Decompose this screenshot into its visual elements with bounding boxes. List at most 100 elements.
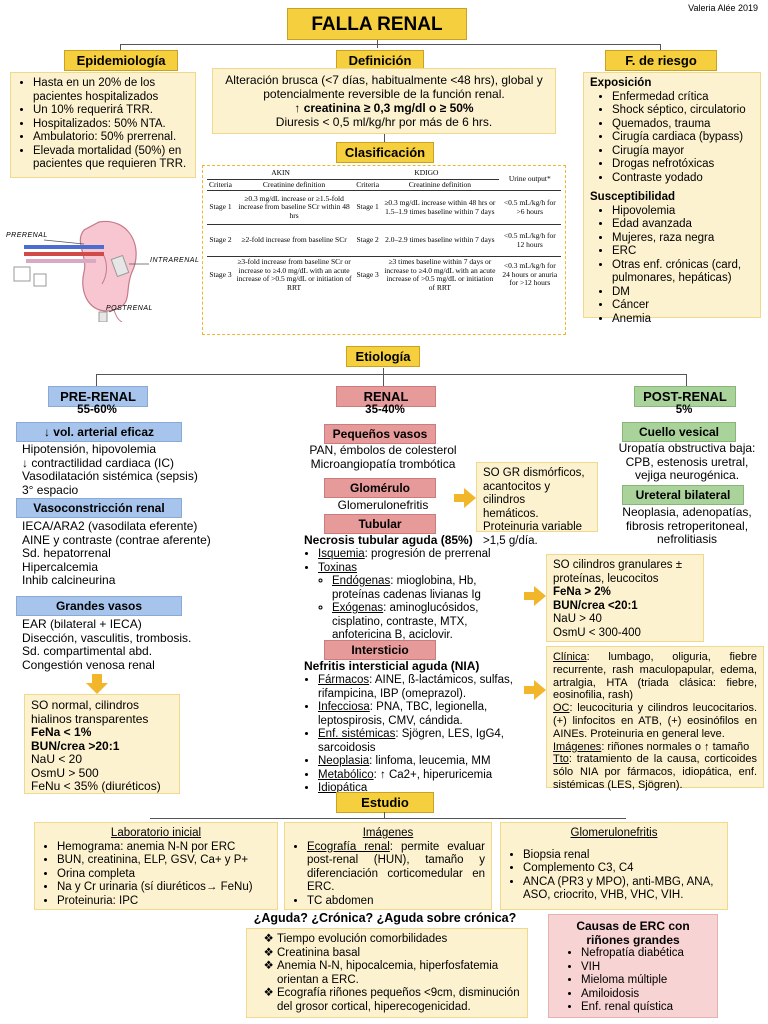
list-item: Vasodilatación sistémica (sepsis) (22, 469, 198, 483)
box-line: BUN/crea <20:1 (553, 599, 638, 612)
list-item: Ambulatorio: 50% prerrenal. (33, 131, 189, 145)
nia-title: Nefritis intersticial aguda (NIA) (304, 659, 480, 673)
estudio-header: Estudio (336, 792, 434, 813)
list-item: Sd. hepatorrenal (22, 546, 111, 560)
list-item: Disección, vasculitis, trombosis. (22, 630, 192, 645)
box-line: OC: leucocituria y cilindros leucocitari… (553, 702, 757, 740)
toxinas-label: Toxinas (318, 561, 357, 574)
list-item: Sd. compartimental abd. (22, 644, 153, 658)
list-item: Proteinuria: IPC (57, 895, 271, 909)
list-item: vejiga neurogénica. (634, 468, 740, 482)
list-item: Enf. renal quística (581, 1001, 711, 1015)
erc-title: Causas de ERC con riñones grandes (576, 919, 690, 947)
list-item: Infecciosa: PNA, TBC, legionella, leptos… (318, 701, 526, 728)
list-item: Nefropatía diabética (581, 947, 711, 961)
list-item: Hipovolemia (612, 205, 754, 219)
item-text: : tratamiento de la causa, corticoides s… (553, 753, 757, 791)
list-item: ↓ contractilidad cardiaca (IC) (22, 455, 175, 470)
arrow-right-icon (524, 680, 546, 700)
item-text: : linfoma, leucemia, MM (369, 755, 491, 767)
list-item: Metabólico: ↑ Ca2+, hiperuricemia (318, 769, 526, 783)
list-item: VIH (581, 961, 711, 975)
list-item: TC abdomen (307, 895, 485, 909)
grandes-vasos-list: EAR (bilateral + IECA) Disección, vascul… (22, 617, 262, 672)
prerenal-so-box: SO normal, cilindros hialinos transparen… (24, 694, 180, 794)
exposicion-title: Exposición (590, 77, 652, 89)
list-item: 3° espacio (22, 482, 79, 497)
box-line: BUN/crea >20:1 (31, 738, 120, 753)
list-item: Cáncer (612, 299, 754, 313)
box-line: hialinos transparentes (31, 711, 149, 726)
list-item: Hipercalcemia (22, 559, 99, 574)
imagenes-title: Imágenes (362, 827, 414, 839)
list-item: Toxinas Endógenas: mioglobina, Hb, prote… (318, 562, 526, 643)
urine-cell: <0.5 mL/kg/h for 12 hours (498, 224, 561, 257)
tubular-list: Isquemia: progresión de prerrenal Toxina… (304, 548, 526, 643)
kidney-illustration (4, 212, 184, 323)
item-label: Enf. sistémicas (318, 728, 396, 740)
list-item: Amiloidosis (581, 988, 711, 1002)
box-line: SO GR dismórficos, (483, 467, 585, 479)
list-item: Orina completa (57, 868, 271, 882)
list-item: nefrolitiasis (656, 532, 718, 546)
box-line: NaU > 40 (553, 613, 602, 625)
urine-cell: <0.3 mL/kg/h for 24 hours or anuria for … (498, 256, 561, 293)
box-line: FeNu < 35% (diuréticos) (31, 779, 161, 793)
intersticio-header: Intersticio (324, 640, 436, 660)
exogenas-label: Exógenas (332, 602, 384, 614)
list-item: Mieloma múltiple (581, 974, 711, 988)
list-item: EAR (bilateral + IECA) (22, 617, 142, 631)
item-label: Fármacos (318, 674, 370, 686)
list-item: Tiempo evolución comorbilidades (277, 933, 521, 947)
item-label: Infecciosa (318, 701, 370, 713)
box-line: >1,5 g/día. (483, 534, 538, 547)
list-item: Creatinina basal (277, 947, 521, 961)
criteria-header: Criteria (354, 178, 382, 191)
list-item: Shock séptico, circulatorio (612, 104, 754, 118)
page-title: FALLA RENAL (287, 8, 467, 40)
erc-box: Causas de ERC con riñones grandes Nefrop… (548, 914, 718, 1018)
list-item: Idiopática (318, 782, 526, 796)
list-item: BUN, creatinina, ELP, GSV, Ca+ y P+ (57, 854, 271, 868)
item-label: Imágenes (553, 740, 602, 753)
item-label: Neoplasia (318, 755, 370, 767)
list-item: Neoplasia: linfoma, leucemia, MM (318, 755, 526, 769)
laboratorio-title: Laboratorio inicial (110, 827, 202, 839)
list-item: Exógenas: aminoglucósidos, cisplatino, c… (332, 602, 526, 643)
box-line: OsmU > 500 (31, 765, 99, 780)
list-item: Contraste yodado (612, 172, 754, 186)
box-line: acantocitos y cilindros (483, 480, 551, 507)
list-item: Anemia (612, 313, 754, 327)
list-item: Cirugía cardiaca (bypass) (612, 131, 754, 145)
stage-cell: Stage 3 (354, 256, 382, 293)
ureteral-bilateral-header: Ureteral bilateral (622, 485, 744, 505)
clasificacion-table-box: AKIN KDIGO Urine output* Criteria Creati… (202, 165, 566, 335)
list-item: Isquemia: progresión de prerrenal (318, 548, 526, 562)
stage-cell: Stage 2 (207, 224, 234, 257)
postrenal-pct: 5% (675, 404, 693, 416)
box-line: Imágenes: riñones normales o ↑ tamaño (553, 741, 757, 754)
item-text: : leucocituria y cilindros leucocitarios… (553, 702, 757, 740)
renal-pct: 35-40% (365, 404, 405, 416)
endogenas-label: Endógenas (332, 575, 391, 587)
list-item: Enf. sistémicas: Sjögren, LES, IgG4, sar… (318, 728, 526, 755)
list-item: Na y Cr urinaria (sí diuréticos→ FeNu) (57, 881, 271, 895)
box-line: SO normal, cilindros (31, 698, 140, 712)
criteria-header: Criteria (207, 178, 234, 191)
item-label: Ecografía renal (307, 840, 390, 853)
postrenal-header: POST-RENAL (634, 386, 736, 407)
box-line: NaU < 20 (31, 752, 83, 766)
tubular-box: SO cilindros granulares ± proteínas, leu… (546, 554, 704, 642)
kdigo-label: KDIGO (414, 168, 439, 177)
definicion-diuresis: Diuresis < 0,5 ml/kg/hr por más de 6 hrs… (275, 115, 493, 129)
list-item: ERC (612, 245, 754, 259)
akin-cell: ≥0.3 mg/dL increase or ≥1.5-fold increas… (233, 190, 355, 225)
prerenal-pct: 55-60% (77, 404, 117, 416)
list-item: Ecografía riñones pequeños <9cm, disminu… (277, 987, 521, 1014)
list-item: Anemia N-N, hipocalcemia, hiperfosfatemi… (277, 960, 521, 987)
aguda-question: ¿Aguda? ¿Crónica? ¿Aguda sobre crónica? (253, 911, 517, 925)
box-line: SO cilindros granulares ± (553, 559, 683, 571)
list-item: Uropatía obstructiva baja: (618, 441, 756, 455)
box-line: FeNa < 1% (31, 725, 92, 739)
kdigo-cell: 2.0–2.9 times baseline within 7 days (381, 224, 499, 257)
